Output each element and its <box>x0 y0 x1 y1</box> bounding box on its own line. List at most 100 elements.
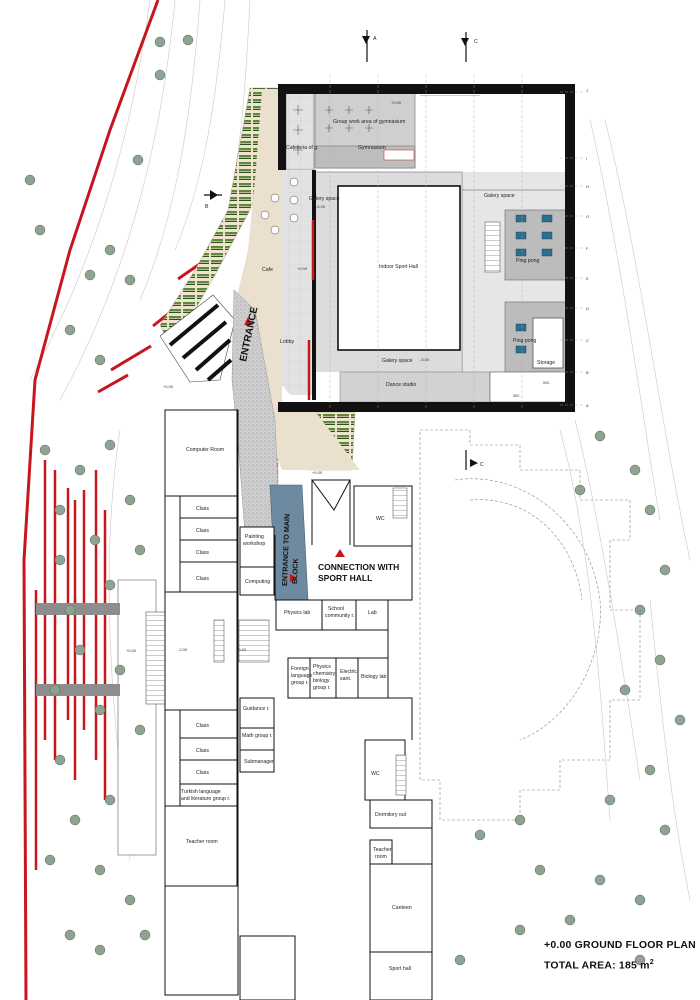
tree-icon <box>674 714 686 726</box>
tree-icon <box>104 579 116 591</box>
tree-icon <box>54 504 66 516</box>
entrance-arrow-icon <box>244 317 252 325</box>
tree-icon <box>104 244 116 256</box>
level-entrance-lower: +0.00 <box>163 384 174 389</box>
section-c-label-bottom: C <box>480 462 484 468</box>
tree-icon <box>64 324 76 336</box>
level-gallery-bottom: -5.00 <box>420 357 430 362</box>
room-electric-1: Electric <box>340 669 357 675</box>
grid-label-g: G <box>586 214 589 219</box>
tree-icon <box>139 929 151 941</box>
room-wc-lower: WC <box>371 771 380 777</box>
tree-icon <box>644 504 656 516</box>
grid-label-h: H <box>586 184 589 189</box>
room-painting-1: Painting <box>245 534 264 540</box>
room-gymnasium: Gymnasium <box>358 145 386 151</box>
section-c-label-top: C <box>474 39 478 45</box>
connection-label-2: SPORT HALL <box>318 573 372 583</box>
room-teacher-room: Teacher room <box>186 839 218 845</box>
room-indoor-sport-hall: Indoor Sport Hall <box>379 264 418 270</box>
room-cafe: Cafe <box>262 267 273 273</box>
grid-label-f: F <box>586 246 589 251</box>
connection-arrow-icon <box>335 549 345 557</box>
tree-icon <box>24 174 36 186</box>
tree-icon <box>124 274 136 286</box>
level-group-work: +0.00 <box>391 100 402 105</box>
room-foreign-1: Foreign <box>291 666 309 672</box>
west-walkway <box>36 579 169 856</box>
room-foreign-3: group r. <box>291 680 309 686</box>
room-dormitory: Dormitory out <box>375 812 407 818</box>
tree-icon <box>134 724 146 736</box>
existing-buildings <box>419 429 641 821</box>
tree-icon <box>94 864 106 876</box>
room-lobby: Lobby <box>280 339 295 345</box>
plan-total-area: TOTAL AREA: 185 m2 <box>544 959 654 972</box>
structural-grid <box>329 75 585 410</box>
tree-icon <box>124 894 136 906</box>
section-b-label: B <box>205 204 209 210</box>
room-galery-bottom: Galery space <box>382 358 413 364</box>
grid-axis-labels: J I H G F E D C B A <box>586 88 589 408</box>
room-school-community-1: School <box>328 606 344 612</box>
tree-icon <box>74 464 86 476</box>
tree-icon <box>94 354 106 366</box>
tree-icon <box>134 544 146 556</box>
room-physics-chem-2: chemistry <box>313 671 336 677</box>
tree-icon <box>619 684 631 696</box>
room-physics-lab: Physics lab <box>284 610 310 616</box>
tree-icon <box>534 864 546 876</box>
room-physics-chem-1: Physics <box>313 664 331 670</box>
room-painting-2: workshop <box>243 541 265 547</box>
tree-icon <box>654 654 666 666</box>
tree-icon <box>84 269 96 281</box>
room-teacher-small-2: room <box>375 854 387 860</box>
sport-hall-block <box>260 84 575 412</box>
tree-icon <box>644 764 656 776</box>
level-cafe: +0.00 <box>297 266 308 271</box>
tree-icon <box>69 814 81 826</box>
connection-label-1: CONNECTION WITH <box>318 562 399 572</box>
grid-label-j: J <box>586 88 588 93</box>
west-red-walls <box>34 460 107 870</box>
tree-icon <box>594 874 606 886</box>
tree-icon <box>454 954 466 966</box>
room-class-7: Class <box>196 770 209 776</box>
level-outdoor: +0.00 <box>312 470 323 475</box>
room-wc-sport: WC <box>513 393 520 398</box>
tree-icon <box>154 36 166 48</box>
section-c-arrow-icon <box>461 38 469 46</box>
level-markers: +0.00 -5.00 +0.00 -5.00 +0.00 +0.00 -2.0… <box>126 100 430 653</box>
tree-icon <box>44 854 56 866</box>
entrance-paving <box>231 90 360 601</box>
room-computing: Computing <box>245 579 270 585</box>
grid-label-e: E <box>586 276 589 281</box>
room-turkish-2: and literature group r. <box>181 796 230 802</box>
room-school-community-2: community r. <box>325 613 354 619</box>
tree-icon <box>94 704 106 716</box>
main-block <box>164 409 433 1000</box>
tree-icon <box>124 494 136 506</box>
entrance-main-block-label-2: BLOCK <box>290 557 300 584</box>
tree-icon <box>49 684 61 696</box>
tree-icon <box>604 794 616 806</box>
tree-icon <box>39 444 51 456</box>
tree-icon <box>114 664 126 676</box>
room-turkish-1: Turkish language <box>181 789 221 795</box>
room-dance-studio: Dance studio <box>386 382 416 388</box>
tree-icon <box>64 604 76 616</box>
room-storage: Storage <box>537 360 555 366</box>
grid-label-a: A <box>586 403 589 408</box>
tree-icon <box>74 644 86 656</box>
room-class-4: Class <box>196 576 209 582</box>
room-ping-pong-1: Ping pong <box>516 258 539 264</box>
tree-icon <box>629 464 641 476</box>
room-class-1: Class <box>196 506 209 512</box>
room-galery-left: Galery space <box>309 196 340 202</box>
level-stair: -0.00 <box>237 647 247 652</box>
room-computer-room: Computer Room <box>186 447 224 453</box>
section-c-arrow-icon-lower <box>470 459 478 467</box>
room-foreign-2: language <box>291 673 312 679</box>
room-galery-right: Galery space <box>484 193 515 199</box>
tree-icon <box>474 829 486 841</box>
